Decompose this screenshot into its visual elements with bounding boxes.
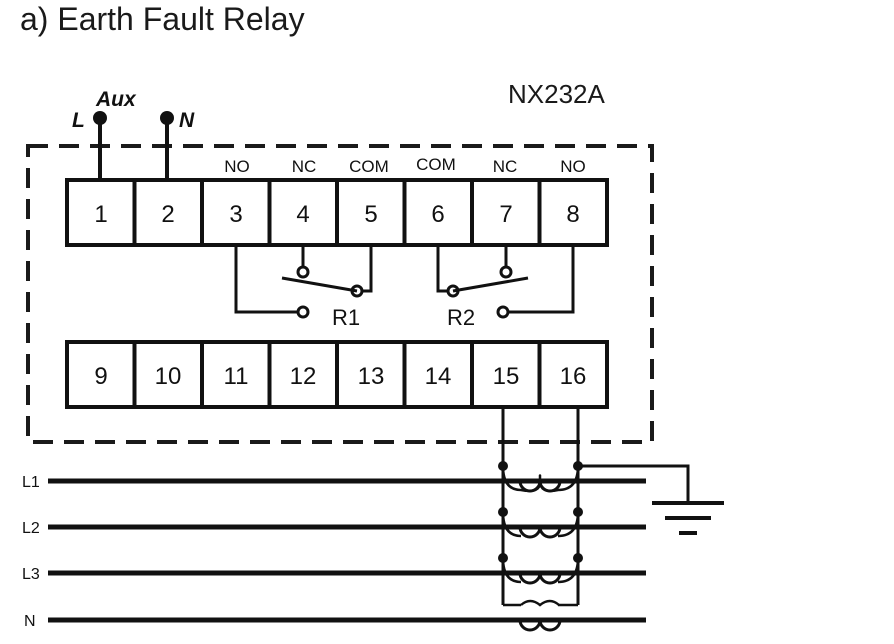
ct-l1	[498, 461, 583, 493]
relay-r2-contacts	[436, 245, 575, 319]
earth-ground-icon	[652, 501, 724, 535]
aux-label: Aux	[95, 88, 137, 111]
aux-neutral-label: N	[179, 109, 195, 132]
terminal-14: 14	[425, 363, 452, 390]
terminal-1: 1	[94, 201, 107, 228]
contact-label-7: NC	[493, 157, 518, 176]
terminal-7: 7	[499, 201, 512, 228]
terminal-3: 3	[229, 201, 242, 228]
terminal-4: 4	[296, 201, 309, 228]
top-terminal-block: 1 2 3 4 5 6 7 8	[65, 178, 609, 247]
line-label-l3: L3	[22, 566, 40, 583]
ct-n	[503, 599, 578, 632]
bottom-terminal-block: 9 10 11 12 13 14 15 16	[65, 340, 609, 409]
ct-l2	[498, 507, 583, 539]
line-label-l2: L2	[22, 520, 40, 537]
earth-wire	[578, 464, 690, 503]
terminal-13: 13	[358, 363, 385, 390]
contact-label-8: NO	[560, 157, 586, 176]
contact-label-6: COM	[416, 155, 456, 174]
terminal-9: 9	[94, 363, 107, 390]
line-label-n: N	[24, 613, 36, 630]
relay-r1-contacts	[234, 245, 373, 319]
aux-live-label: L	[72, 109, 85, 132]
contact-label-4: NC	[292, 157, 317, 176]
terminal-8: 8	[566, 201, 579, 228]
ct-l3	[498, 553, 583, 585]
line-label-l1: L1	[22, 474, 40, 491]
model-label: NX232A	[508, 79, 605, 109]
contact-label-3: NO	[224, 157, 250, 176]
relay-r1-label: R1	[332, 305, 360, 330]
contact-label-5: COM	[349, 157, 389, 176]
terminal-2: 2	[161, 201, 174, 228]
aux-neutral-terminal	[160, 111, 174, 125]
terminal-5: 5	[364, 201, 377, 228]
terminal-12: 12	[290, 363, 317, 390]
relay-r2-label: R2	[447, 305, 475, 330]
terminal-16: 16	[560, 363, 587, 390]
relay-enclosure	[26, 144, 654, 444]
terminal-11: 11	[224, 363, 249, 390]
terminal-15: 15	[493, 363, 520, 390]
diagram-title: a) Earth Fault Relay	[20, 1, 305, 37]
aux-live-terminal	[93, 111, 107, 125]
terminal-6: 6	[431, 201, 444, 228]
terminal-10: 10	[155, 363, 182, 390]
